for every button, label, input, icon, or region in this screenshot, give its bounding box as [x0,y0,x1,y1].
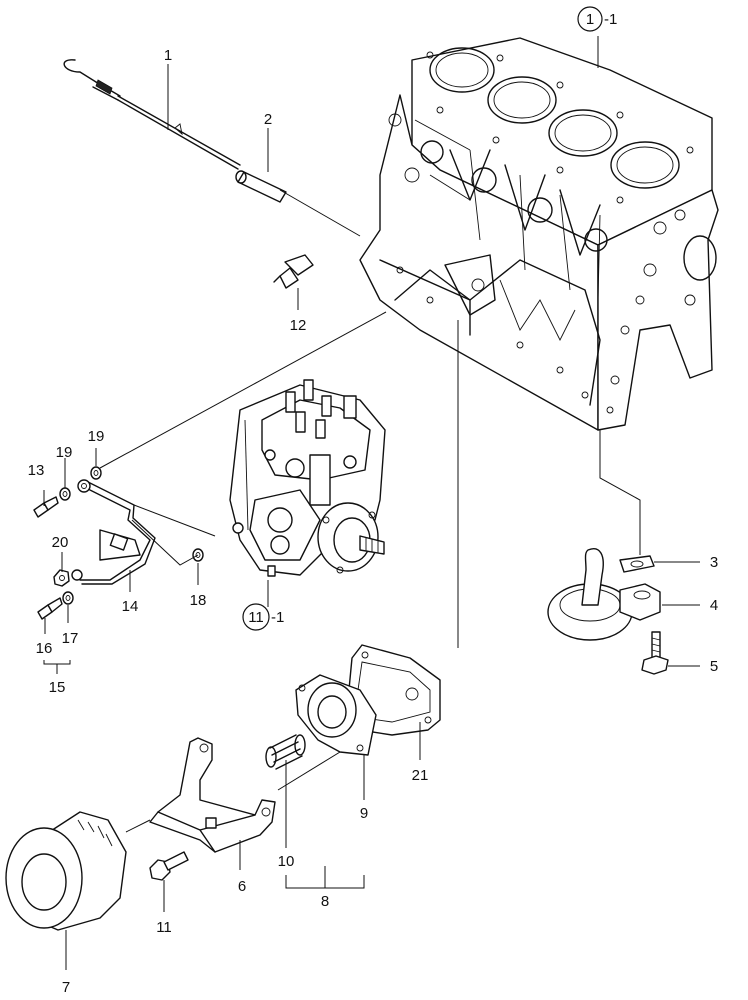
strainer-bracket-4 [619,583,661,621]
callout-4: 4 [710,597,718,614]
ref-cylinder-block-num: 1 [586,11,594,28]
callout-8: 8 [321,893,329,910]
cylinder-block [359,37,719,431]
spring-10 [265,734,306,770]
callout-15: 15 [49,679,66,696]
callout-1: 1 [164,47,172,64]
callout-19a: 19 [56,444,73,461]
callout-5: 5 [710,658,718,675]
bolt-11 [149,851,189,881]
callout-10: 10 [278,853,295,870]
oil-filter-cover-9 [295,674,377,756]
callout-12: 12 [290,317,307,334]
ref-injection-pump: 11 -1 [242,603,284,631]
bolt-5 [641,631,669,675]
nut-20 [53,569,70,587]
ref-cylinder-block-suffix: -1 [604,11,617,28]
bolt-16 [37,597,63,620]
oil-dipstick [63,59,241,170]
callout-3: 3 [710,554,718,571]
ref-injection-pump-suffix: -1 [271,609,284,626]
ref-injection-pump-num: 11 [248,609,264,626]
callout-19b: 19 [88,428,105,445]
leader-lines [43,36,700,970]
gasket-19b [90,466,102,480]
oil-pressure-switch [273,254,314,289]
fuel-pipe-assembly [71,479,156,585]
callout-labels: 1 2 12 3 4 5 13 19 19 20 14 18 16 17 15 … [28,47,719,996]
callout-13: 13 [28,462,45,479]
dipstick-guide-tube [235,170,287,203]
oil-filter-cartridge-7 [5,811,127,931]
callout-11: 11 [156,919,172,936]
callout-2: 2 [264,111,272,128]
callout-20: 20 [52,534,69,551]
banjo-bolt-13 [33,496,59,518]
gasket-17 [62,591,74,605]
callout-14: 14 [122,598,139,615]
callout-21: 21 [412,767,429,784]
o-ring-3 [619,555,655,573]
ref-cylinder-block: 1 -1 [577,6,617,32]
callout-16: 16 [36,640,53,657]
callout-9: 9 [360,805,368,822]
filter-bracket-6 [149,737,276,853]
gasket-19a [59,487,71,501]
callout-7: 7 [62,979,70,996]
fuel-injection-pump [229,379,386,577]
callout-17: 17 [62,630,79,647]
callout-18: 18 [190,592,207,609]
callout-6: 6 [238,878,246,895]
oil-strainer [547,548,633,641]
